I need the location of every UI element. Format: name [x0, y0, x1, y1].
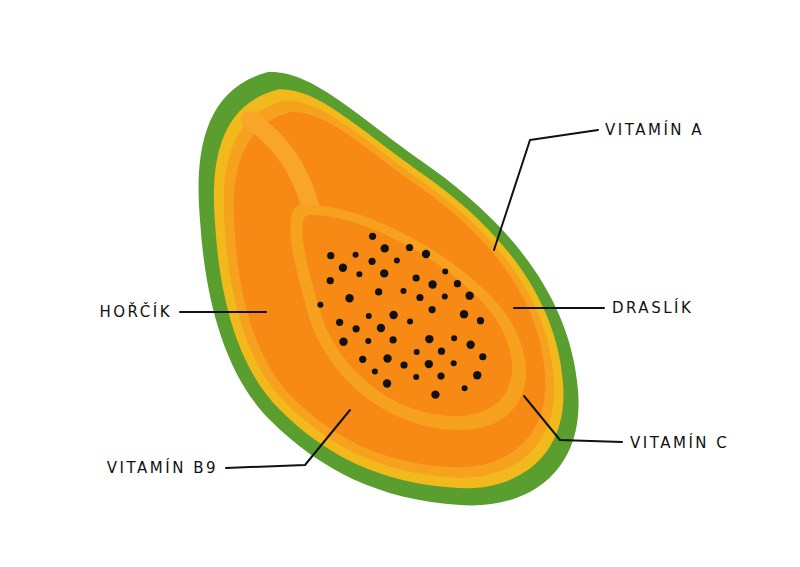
seeds — [317, 233, 486, 399]
seed — [381, 244, 389, 252]
seed — [438, 348, 445, 355]
seed — [428, 280, 436, 288]
seed — [437, 373, 444, 380]
nutrient-label: VITAMÍN A — [605, 121, 704, 139]
leader-line — [226, 410, 350, 468]
seed — [390, 336, 397, 343]
seed — [416, 294, 423, 301]
seed — [383, 379, 391, 387]
seed — [369, 233, 376, 240]
seed — [429, 306, 436, 313]
seed — [451, 335, 457, 341]
nutrient-label: DRASLÍK — [612, 299, 693, 317]
seed — [422, 250, 430, 258]
seed — [400, 288, 406, 294]
seed — [383, 354, 391, 362]
seed — [380, 269, 388, 277]
seed — [407, 319, 413, 325]
seed — [479, 353, 486, 360]
seed — [460, 310, 468, 318]
leader-line — [514, 307, 604, 309]
seed — [353, 252, 359, 258]
seed — [442, 269, 448, 275]
nutrient-label: HOŘČÍK — [100, 303, 173, 321]
seed — [339, 338, 347, 346]
seed — [336, 319, 343, 326]
seed — [327, 252, 334, 259]
papaya-skin — [199, 72, 579, 505]
seed — [400, 361, 407, 368]
seed — [368, 258, 375, 265]
seed — [356, 271, 362, 277]
seed — [377, 324, 385, 332]
seed — [473, 371, 481, 379]
papaya-outer-flesh — [224, 101, 555, 478]
seed — [425, 335, 433, 343]
seed-cavity-rim — [290, 205, 526, 430]
seed — [465, 291, 473, 299]
leader-line — [180, 311, 266, 313]
seed — [394, 257, 400, 263]
seed — [327, 277, 334, 284]
seed — [345, 294, 353, 302]
papaya-flesh — [234, 112, 546, 467]
seed — [451, 360, 457, 366]
seed — [466, 341, 474, 349]
seed — [462, 385, 468, 391]
seed — [413, 374, 419, 380]
seed — [339, 264, 347, 272]
seed — [413, 274, 420, 281]
leader-line — [524, 396, 622, 442]
nutrient-label: VITAMÍN B9 — [107, 459, 218, 477]
seed — [389, 311, 397, 319]
seed — [359, 356, 366, 363]
seed — [375, 288, 382, 295]
seed — [477, 317, 484, 324]
seed — [353, 325, 360, 332]
seed — [425, 360, 433, 368]
seed — [366, 313, 372, 319]
seed-cavity — [302, 215, 512, 416]
seed — [431, 390, 439, 398]
leader-line — [494, 130, 598, 250]
nutrient-label: VITAMÍN C — [630, 434, 729, 452]
seed — [372, 368, 378, 374]
seed — [365, 338, 371, 344]
seed — [442, 294, 448, 300]
papaya-rind — [214, 89, 564, 488]
seed — [414, 349, 420, 355]
seed — [317, 302, 323, 308]
flesh-highlight — [250, 120, 310, 205]
seed — [406, 244, 413, 251]
seed — [454, 280, 461, 287]
